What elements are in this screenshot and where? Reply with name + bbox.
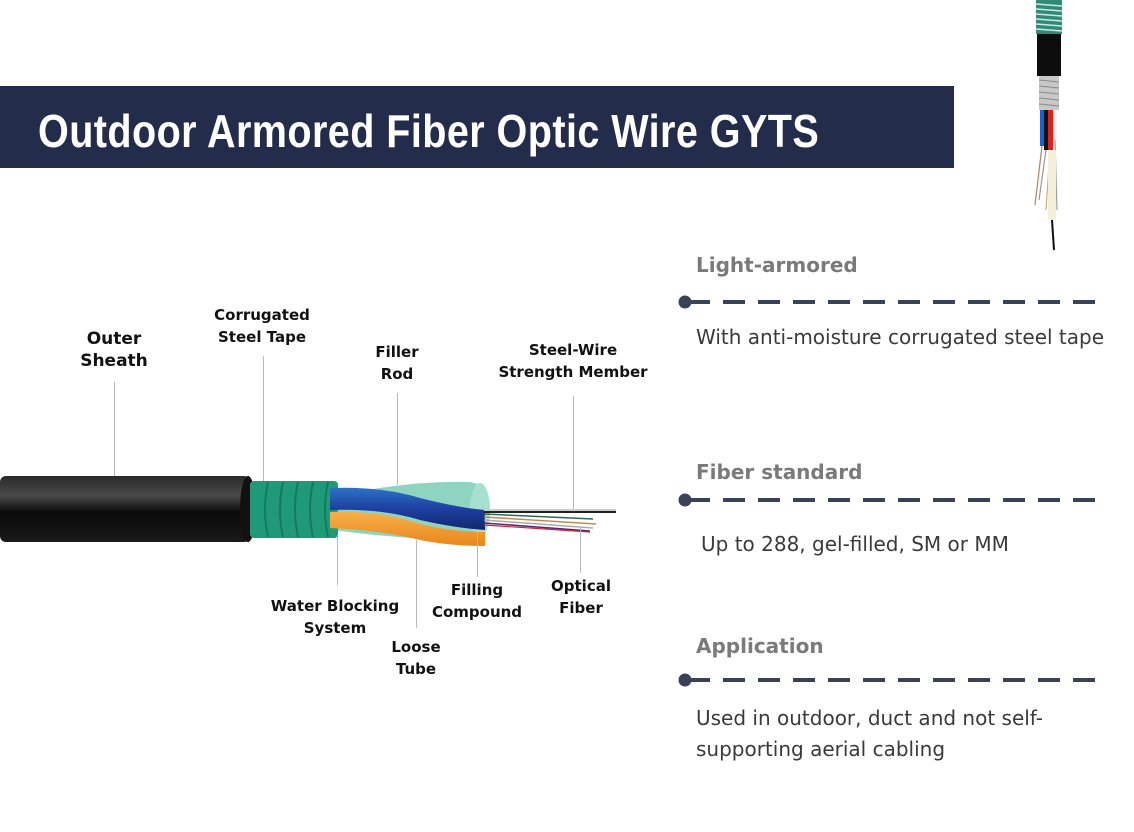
label-loose-tube: Loose Tube	[391, 636, 440, 680]
leader-loose-tube	[416, 540, 417, 628]
cable-diagram	[0, 476, 616, 546]
label-line: Filling	[450, 581, 504, 599]
photo-steel-tape	[1035, 0, 1063, 34]
label-line: Sheath	[80, 351, 148, 371]
outer-sheath	[0, 476, 250, 542]
photo-aluminium-tape	[1038, 76, 1060, 110]
label-optical-fiber: Optical Fiber	[551, 575, 611, 619]
spec-heading: Fiber standard	[696, 460, 863, 484]
label-line: Outer	[86, 329, 142, 349]
photo-loose-tubes	[1034, 110, 1058, 251]
leader-outer-sheath	[114, 382, 115, 476]
optical-fibers	[483, 513, 597, 533]
corrugated-steel-tape	[250, 481, 338, 538]
label-steel-wire-strength-member: Steel-Wire Strength Member	[498, 339, 647, 383]
leader-optical-fiber	[580, 528, 581, 573]
label-filling-compound: Filling Compound	[432, 579, 522, 623]
spec-heading: Application	[696, 634, 824, 658]
dashed-divider	[678, 295, 1098, 309]
label-line: Water Blocking	[270, 597, 400, 615]
label-outer-sheath: Outer Sheath	[80, 328, 148, 372]
spec-heading: Light-armored	[696, 253, 858, 277]
label-line: Tube	[395, 660, 437, 678]
label-water-blocking-system: Water Blocking System	[271, 595, 399, 639]
dashed-divider	[678, 493, 1098, 507]
leader-filling-compound	[477, 532, 478, 577]
loose-tube-orange	[330, 511, 485, 546]
title-banner	[0, 86, 954, 168]
label-line: Fiber	[559, 599, 603, 617]
photo-sheath	[1037, 34, 1061, 76]
cable-photo	[1034, 0, 1063, 251]
spec-text: Used in outdoor, duct and not self-suppo…	[696, 706, 1043, 761]
steel-wire-strength-member	[484, 509, 616, 513]
label-line: Corrugated	[214, 306, 310, 324]
bullet-dot-icon	[678, 295, 692, 309]
spec-text: With anti-moisture corrugated steel tape	[696, 325, 1105, 349]
label-line: Steel Tape	[217, 328, 307, 346]
label-line: Loose	[391, 638, 441, 656]
bullet-dot-icon	[678, 673, 692, 687]
label-line: Filler	[375, 343, 419, 361]
spec-text: Up to 288, gel-filled, SM or MM	[701, 532, 1009, 556]
label-line: Steel-Wire	[528, 341, 618, 359]
page-title: Outdoor Armored Fiber Optic Wire GYTS	[38, 105, 820, 157]
leader-steel-wire	[573, 396, 574, 509]
bullet-dot-icon	[678, 493, 692, 507]
label-line: System	[303, 619, 367, 637]
label-line: Strength Member	[498, 363, 648, 381]
label-line: Optical	[551, 577, 611, 595]
leader-water-blocking	[337, 535, 338, 585]
label-corrugated-steel-tape: Corrugated Steel Tape	[214, 304, 310, 348]
loose-tube-blue	[330, 487, 485, 530]
label-filler-rod: Filler Rod	[375, 341, 418, 385]
leader-corrugated-steel-tape	[263, 356, 264, 481]
leader-filler-rod	[397, 393, 398, 485]
label-line: Compound	[431, 603, 523, 621]
dashed-divider	[678, 673, 1098, 687]
label-line: Rod	[380, 365, 414, 383]
